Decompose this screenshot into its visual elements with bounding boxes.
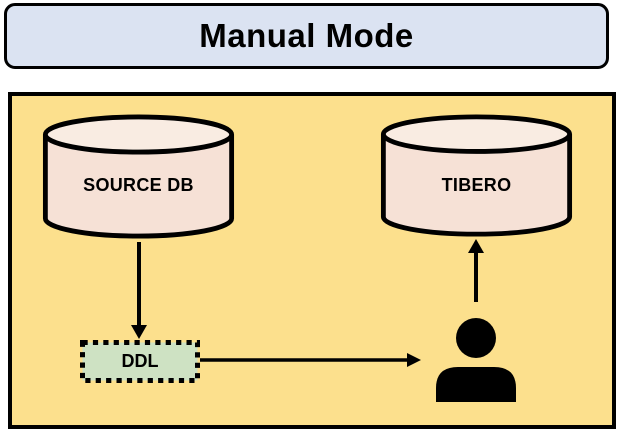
database-cylinder-icon — [380, 114, 573, 237]
source-db-node: SOURCE DB — [42, 113, 235, 240]
source-db-label: SOURCE DB — [83, 175, 194, 195]
diagram-panel: SOURCE DB TIBERO DDL — [8, 92, 616, 429]
ddl-node: DDL — [80, 340, 200, 383]
arrow-person-to-tibero — [468, 239, 484, 302]
ddl-label: DDL — [121, 351, 159, 371]
mode-title-box: Manual Mode — [4, 3, 609, 69]
mode-title-label: Manual Mode — [199, 17, 414, 54]
tibero-node: TIBERO — [380, 113, 573, 238]
tibero-label: TIBERO — [441, 175, 512, 195]
database-cylinder-icon — [42, 114, 235, 239]
dashed-rect-icon — [80, 340, 200, 383]
arrow-source-db-to-ddl — [131, 242, 147, 339]
arrow-ddl-to-person — [200, 353, 421, 367]
user-silhouette-icon — [436, 318, 516, 402]
